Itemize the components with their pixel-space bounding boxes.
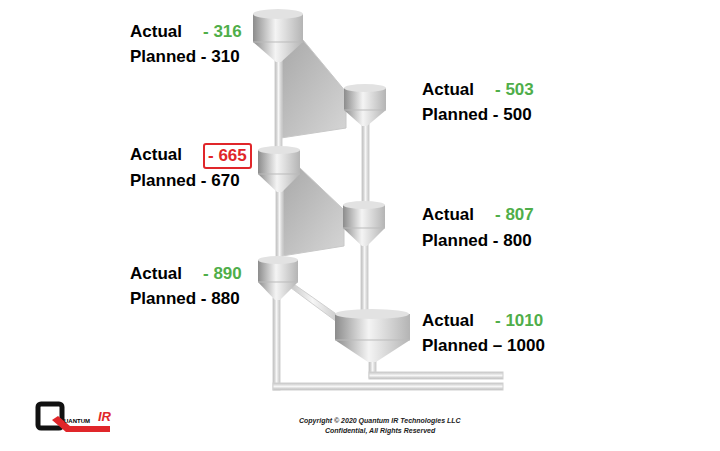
actual-value: - 890 <box>203 264 242 284</box>
logo-mark: IR <box>98 410 111 424</box>
planned-value: Planned - 310 <box>130 47 240 67</box>
copyright-note: Confidential, All Rights Reserved <box>325 426 435 435</box>
copyright-note: Copyright © 2020 Quantum IR Technologies… <box>299 416 461 425</box>
planned-value: Planned - 670 <box>130 171 240 191</box>
status-word: Actual <box>130 264 182 284</box>
status-word: Actual <box>422 205 474 225</box>
planned-value: Planned - 500 <box>422 105 532 125</box>
planned-value: Planned - 880 <box>130 289 240 309</box>
status-word: Actual <box>422 311 474 331</box>
logo-text: UANTUM <box>64 418 90 425</box>
status-word: Actual <box>130 22 182 42</box>
planned-value: Planned – 1000 <box>422 336 545 356</box>
planned-value: Planned - 800 <box>422 231 532 251</box>
actual-value-alert: - 665 <box>203 143 252 169</box>
actual-value: - 316 <box>203 22 242 42</box>
actual-value: - 1010 <box>495 311 543 331</box>
actual-value: - 503 <box>495 80 534 100</box>
status-word: Actual <box>422 80 474 100</box>
status-word: Actual <box>130 145 182 165</box>
actual-value: - 807 <box>495 205 534 225</box>
